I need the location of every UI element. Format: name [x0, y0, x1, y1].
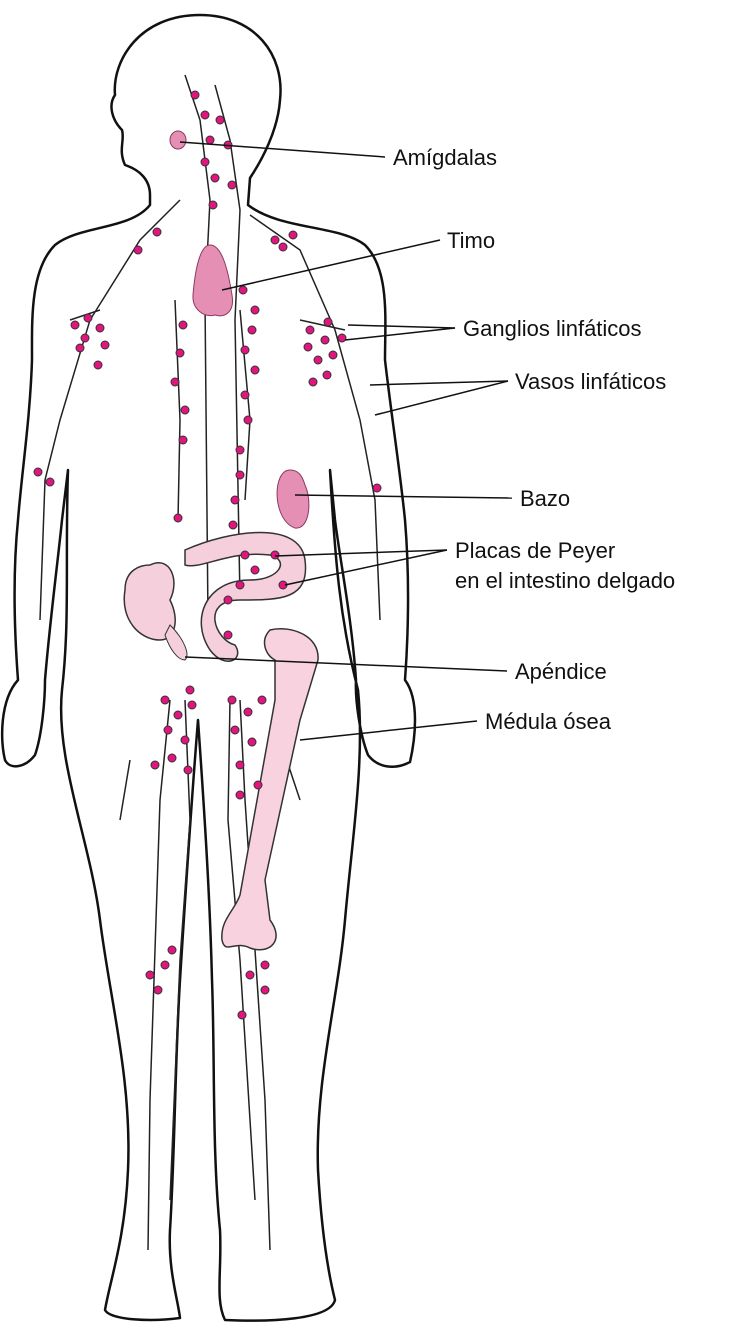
large-intestine	[123, 562, 176, 641]
thymus	[192, 244, 234, 317]
label-peyer-line1: Placas de Peyer	[455, 538, 615, 563]
leader-lines	[179, 141, 513, 741]
label-lymph-vessels: Vasos linfáticos	[515, 369, 666, 394]
tonsil	[169, 130, 187, 150]
label-lymph-nodes: Ganglios linfáticos	[463, 316, 642, 341]
femur-bone	[221, 628, 319, 951]
body-outline	[0, 13, 417, 1322]
label-spleen: Bazo	[520, 486, 570, 511]
label-bone-marrow: Médula ósea	[485, 709, 612, 734]
label-peyer-line2: en el intestino delgado	[455, 568, 675, 593]
appendix	[164, 624, 188, 661]
label-tonsils: Amígdalas	[393, 145, 497, 170]
label-thymus: Timo	[447, 228, 495, 253]
spleen	[276, 469, 310, 529]
label-appendix: Apéndice	[515, 659, 607, 684]
lymph-nodes	[33, 90, 382, 1020]
